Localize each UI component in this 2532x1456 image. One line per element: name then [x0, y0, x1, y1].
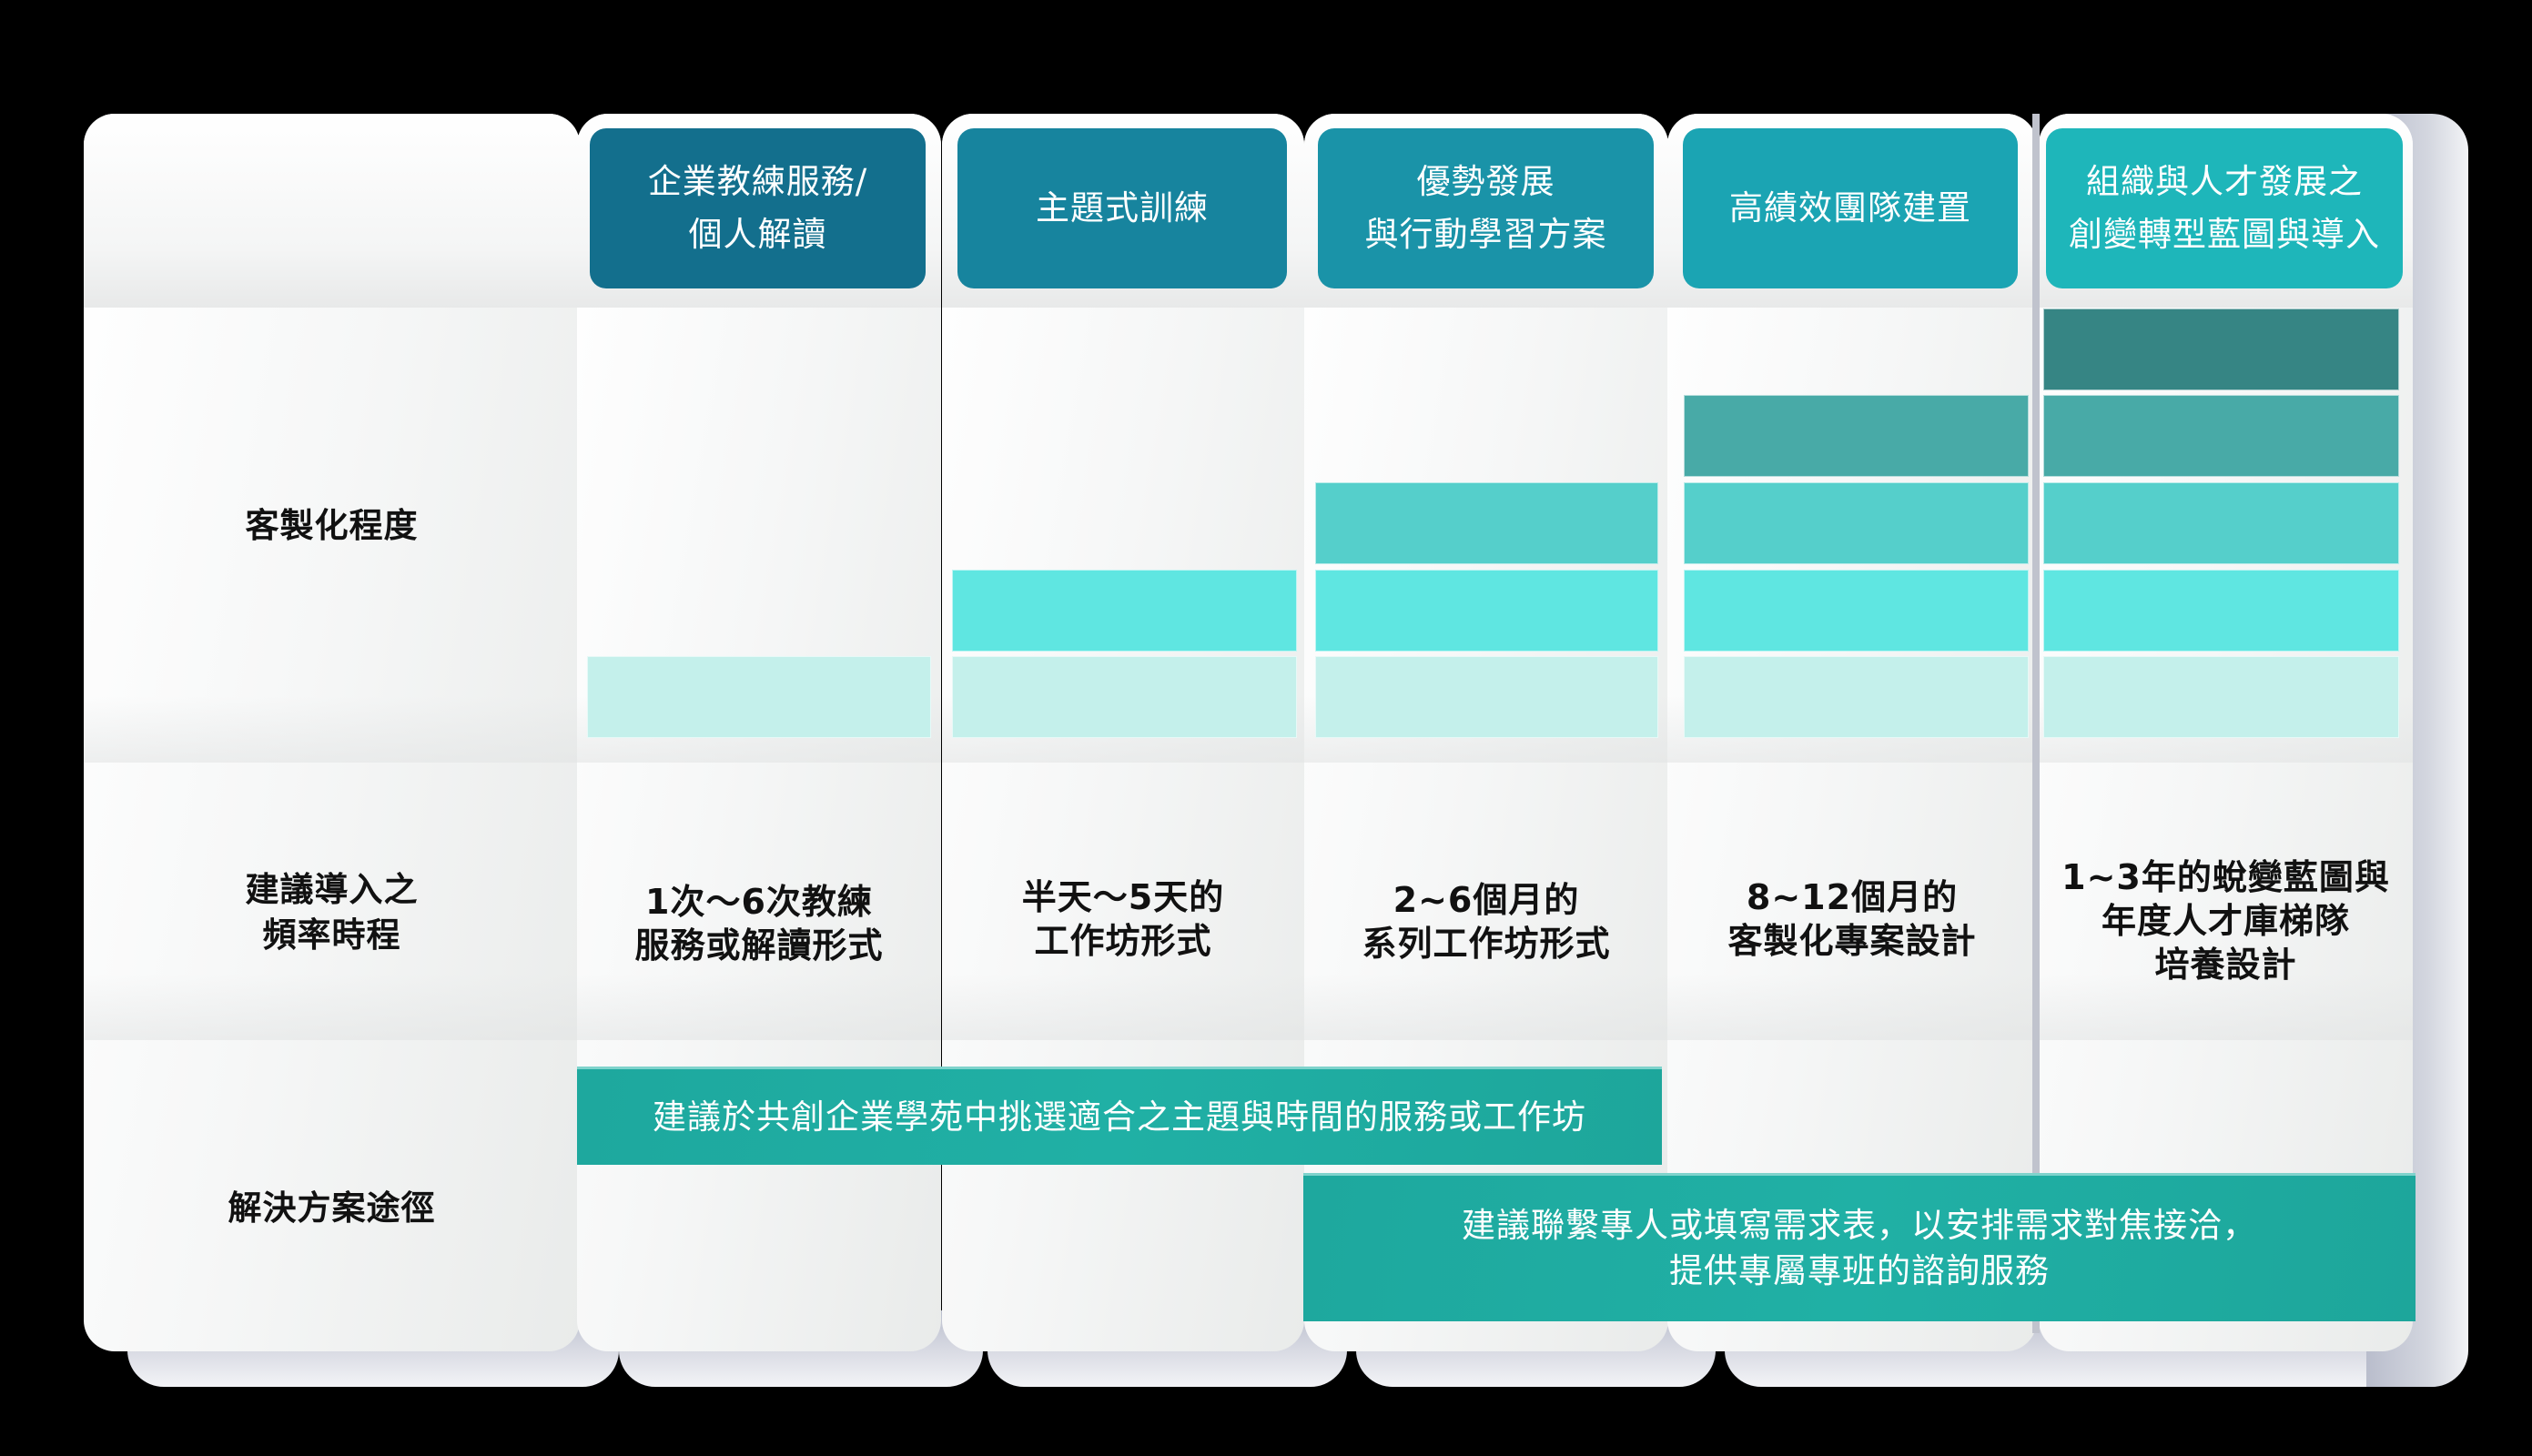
frequency-line: 工作坊形式: [1034, 921, 1212, 961]
row-label-line: 建議導入之: [245, 870, 419, 909]
frequency-text-3: 2~6個月的 系列工作坊形式: [1304, 878, 1668, 966]
frequency-line: 1~3年的蛻變藍圖與: [2061, 857, 2390, 897]
solution-line: 建議聯繫專人或填寫需求表，以安排需求對焦接洽，: [1462, 1206, 2257, 1245]
frequency-line: 2~6個月的: [1393, 880, 1580, 920]
header-line: 創變轉型藍圖與導入: [2069, 215, 2380, 254]
customization-bar-level-4: [2043, 395, 2399, 477]
header-line: 企業教練服務/: [647, 162, 868, 201]
frequency-line: 年度人才庫梯隊: [2101, 901, 2350, 941]
column-header-3: 優勢發展與行動學習方案: [1318, 128, 1654, 288]
frequency-text-2: 半天～5天的 工作坊形式: [942, 875, 1304, 963]
customization-bar-level-2: [952, 570, 1297, 652]
customization-bar-level-3: [1315, 482, 1658, 564]
customization-bar-level-1: [1684, 656, 2029, 738]
header-line: 優勢發展: [1416, 162, 1555, 201]
header-line: 組織與人才發展之: [2086, 162, 2363, 201]
row-label-frequency: 建議導入之 頻率時程: [84, 867, 580, 958]
customization-bar-level-3: [1684, 482, 2029, 564]
row-divider: [942, 974, 1304, 1040]
row-label-customization: 客製化程度: [245, 506, 419, 545]
header-line: 高績效團隊建置: [1729, 188, 1971, 228]
column-header-4: 高績效團隊建置: [1683, 128, 2018, 288]
customization-bar-level-2: [2043, 570, 2399, 652]
frequency-line: 8~12個月的: [1746, 877, 1959, 917]
customization-bar-level-2: [1684, 570, 2029, 652]
frequency-line: 服務或解讀形式: [634, 925, 884, 966]
frequency-line: 1次～6次教練: [645, 882, 873, 922]
row-divider: [1667, 974, 2037, 1040]
row-divider: [84, 974, 580, 1040]
customization-bar-level-3: [2043, 482, 2399, 564]
column-header-5: 組織與人才發展之創變轉型藍圖與導入: [2046, 128, 2403, 288]
frequency-text-1: 1次～6次教練 服務或解讀形式: [577, 880, 941, 967]
frequency-line: 半天～5天的: [1021, 877, 1225, 917]
row-label-column: [84, 114, 580, 1351]
customization-bar-level-5: [2043, 308, 2399, 390]
row-divider: [2039, 974, 2413, 1040]
customization-bar-level-1: [2043, 656, 2399, 738]
header-line: 與行動學習方案: [1364, 215, 1607, 254]
row-label-line: 頻率時程: [262, 915, 401, 955]
frequency-line: 客製化專案設計: [1727, 921, 1977, 961]
row-divider: [84, 696, 580, 763]
row-divider: [577, 974, 941, 1040]
solution-band-custom-consulting: 建議聯繫專人或填寫需求表，以安排需求對焦接洽， 提供專屬專班的諮詢服務: [1303, 1173, 2416, 1321]
row-label-solution: 解決方案途徑: [228, 1188, 436, 1228]
customization-bar-level-1: [1315, 656, 1658, 738]
solution-line: 提供專屬專班的諮詢服務: [1669, 1251, 2050, 1290]
column-header-1: 企業教練服務/個人解讀: [590, 128, 926, 288]
row-divider: [1304, 974, 1668, 1040]
customization-bar-level-2: [1315, 570, 1658, 652]
customization-bar-level-1: [587, 656, 931, 738]
frequency-line: 培養設計: [2154, 945, 2297, 985]
column-header-2: 主題式訓練: [957, 128, 1287, 288]
header-spacer: [84, 114, 580, 308]
header-line: 主題式訓練: [1036, 188, 1209, 228]
solution-band-academy: 建議於共創企業學苑中挑選適合之主題與時間的服務或工作坊: [577, 1067, 1662, 1165]
customization-bar-level-1: [952, 656, 1297, 738]
frequency-text-5: 1~3年的蛻變藍圖與 年度人才庫梯隊 培養設計: [2039, 855, 2413, 986]
column-divider: [2032, 114, 2040, 1333]
frequency-text-4: 8~12個月的 客製化專案設計: [1667, 875, 2037, 963]
frequency-line: 系列工作坊形式: [1362, 924, 1611, 964]
solution-line: 建議於共創企業學苑中挑選適合之主題與時間的服務或工作坊: [653, 1097, 1586, 1137]
header-line: 個人解讀: [688, 215, 827, 254]
customization-bar-level-4: [1684, 395, 2029, 477]
